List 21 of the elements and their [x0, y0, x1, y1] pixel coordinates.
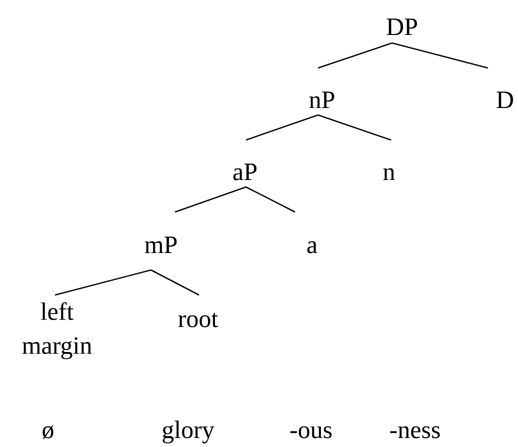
- branch-line: [174, 186, 246, 213]
- branch-line: [246, 114, 318, 141]
- branch-line: [54, 269, 152, 296]
- tree-node-label: nP: [309, 92, 334, 108]
- branch-line: [150, 269, 200, 296]
- morpheme-label: -ness: [390, 426, 440, 438]
- morpheme-label: ø: [42, 426, 54, 440]
- tree-node-label: DP: [386, 18, 417, 36]
- tree-node-label: left margin: [22, 302, 92, 360]
- morpheme-label: -ous: [290, 426, 332, 438]
- tree-node-label: root: [178, 312, 218, 328]
- tree-node-label: mP: [144, 236, 177, 253]
- branch-line: [318, 42, 392, 69]
- tree-node-label: n: [383, 168, 395, 180]
- tree-node-label: a: [307, 241, 318, 254]
- branch-line: [392, 42, 488, 69]
- branch-line: [318, 114, 392, 141]
- branch-line: [246, 186, 296, 213]
- tree-node-label: aP: [233, 164, 257, 180]
- tree-node-label: D: [496, 92, 514, 108]
- morpheme-label: glory: [162, 420, 214, 444]
